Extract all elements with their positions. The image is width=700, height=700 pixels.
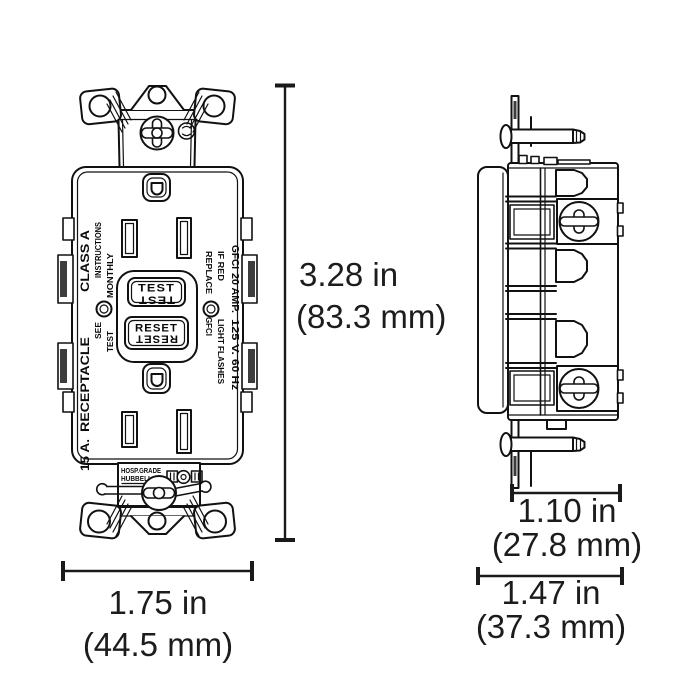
reset-button-label-flipped: RESET xyxy=(135,333,178,345)
housing-profile xyxy=(505,154,624,430)
marking-class: CLASS A xyxy=(78,230,92,292)
marking-test: TEST xyxy=(105,330,115,352)
side-clamps-right xyxy=(240,217,258,413)
dimension-width: 1.75 in (44.5 mm) xyxy=(61,561,254,663)
marking-see: SEE xyxy=(93,322,103,339)
height-inches-label: 3.28 in xyxy=(299,256,398,293)
top-screw-icon xyxy=(499,124,586,149)
depth-overall-inches-label: 1.47 in xyxy=(501,574,600,611)
bottom-mounting-strap xyxy=(79,475,236,540)
marking-replace: REPLACE xyxy=(204,251,214,294)
hatching-bottom-left xyxy=(106,495,132,537)
face-markings: 15 A. RECEPTACLE CLASS A INSTRUCTIONS MO… xyxy=(78,222,240,471)
upper-slot-left xyxy=(121,219,138,258)
reset-button-label: RESET xyxy=(135,323,178,335)
width-inches-label: 1.75 in xyxy=(108,584,207,621)
wire-windows xyxy=(509,204,555,406)
bottom-screw-icon xyxy=(499,432,586,457)
marking-instructions: INSTRUCTIONS xyxy=(93,222,103,278)
marking-flashes: FLASHES xyxy=(216,346,226,384)
width-metric-label: (44.5 mm) xyxy=(83,626,233,663)
test-button-label-flipped: TEST xyxy=(138,294,175,306)
test-button-label: TEST xyxy=(138,283,175,295)
marking-spec-hertz: 60 Hz xyxy=(229,359,240,390)
edge-bumps xyxy=(616,202,624,404)
marking-spec-amps: 20 AMP. xyxy=(229,273,240,313)
side-view xyxy=(477,95,624,489)
stamp-mark-icon xyxy=(177,122,196,140)
bottom-tab xyxy=(546,419,567,430)
dimension-depth-overall: 1.47 in (37.3 mm) xyxy=(476,567,626,645)
upper-slot-right xyxy=(176,217,192,259)
upper-outlet xyxy=(121,173,192,259)
mounting-ear-right xyxy=(193,501,236,540)
lower-outlet xyxy=(121,363,192,454)
gfci-indicator-light xyxy=(202,300,220,318)
grade-label: HOSP.GRADE xyxy=(121,468,161,475)
marking-rating: 15 A. xyxy=(78,439,92,471)
strap-hump xyxy=(130,85,185,111)
front-view: TEST TEST RESET RESET 15 A. RECEPTACLE C… xyxy=(57,85,258,540)
terminal-screw-bottom xyxy=(556,365,619,412)
bottom-mounting-screw-icon xyxy=(141,475,177,511)
top-mounting-strap xyxy=(79,85,236,167)
marking-monthly: MONTHLY xyxy=(105,253,115,298)
strap-center-hole xyxy=(147,511,167,531)
top-mounting-screw-icon xyxy=(139,115,175,151)
mounting-ear-left xyxy=(79,87,122,126)
strap-hump xyxy=(130,515,185,535)
height-metric-label: (83.3 mm) xyxy=(296,298,446,335)
housing-detail-lines xyxy=(505,195,557,369)
marking-spec-gfci: GFCI xyxy=(229,245,240,269)
reset-button: RESET RESET xyxy=(124,316,189,350)
marking-gfci-small: GFCI xyxy=(204,317,214,336)
mounting-ear-right xyxy=(193,87,236,126)
marking-spec-volts: 125 V. xyxy=(229,319,240,355)
top-tabs xyxy=(518,154,591,166)
hatching-bottom-right xyxy=(183,495,209,537)
center-module: TEST TEST RESET RESET xyxy=(116,270,198,363)
side-clamps-left xyxy=(57,217,75,413)
wire-tab-right xyxy=(171,480,212,498)
marking-light: LIGHT xyxy=(216,319,226,345)
depth-body-inches-label: 1.10 in xyxy=(517,492,616,529)
strap-neck xyxy=(117,119,197,167)
marking-receptacle: RECEPTACLE xyxy=(78,337,92,432)
depth-body-metric-label: (27.8 mm) xyxy=(492,526,642,563)
wire-tab-left xyxy=(95,482,149,496)
brand-label: HUBBELL xyxy=(121,476,153,483)
mounting-hole-left xyxy=(88,94,112,118)
depth-overall-metric-label: (37.3 mm) xyxy=(476,608,626,645)
test-indicator-hole xyxy=(95,300,113,318)
mounting-hole-left xyxy=(87,509,111,534)
dimension-depth-body: 1.10 in (27.8 mm) xyxy=(492,484,642,563)
mounting-hole-right xyxy=(202,94,226,118)
lower-slot-left xyxy=(121,411,138,448)
strap-center-hole xyxy=(147,85,167,105)
lower-slot-right xyxy=(176,409,192,454)
test-button: TEST TEST xyxy=(127,277,186,307)
terminal-caps xyxy=(555,169,588,358)
terminal-screw-top xyxy=(556,198,619,245)
body-inner-outline xyxy=(76,171,239,460)
mounting-hole-right xyxy=(203,509,227,534)
dimension-height: 3.28 in (83.3 mm) xyxy=(275,83,446,542)
upper-ground-opening xyxy=(142,173,171,202)
marking-if-red: IF RED xyxy=(216,251,226,281)
lower-ground-opening xyxy=(142,363,171,394)
